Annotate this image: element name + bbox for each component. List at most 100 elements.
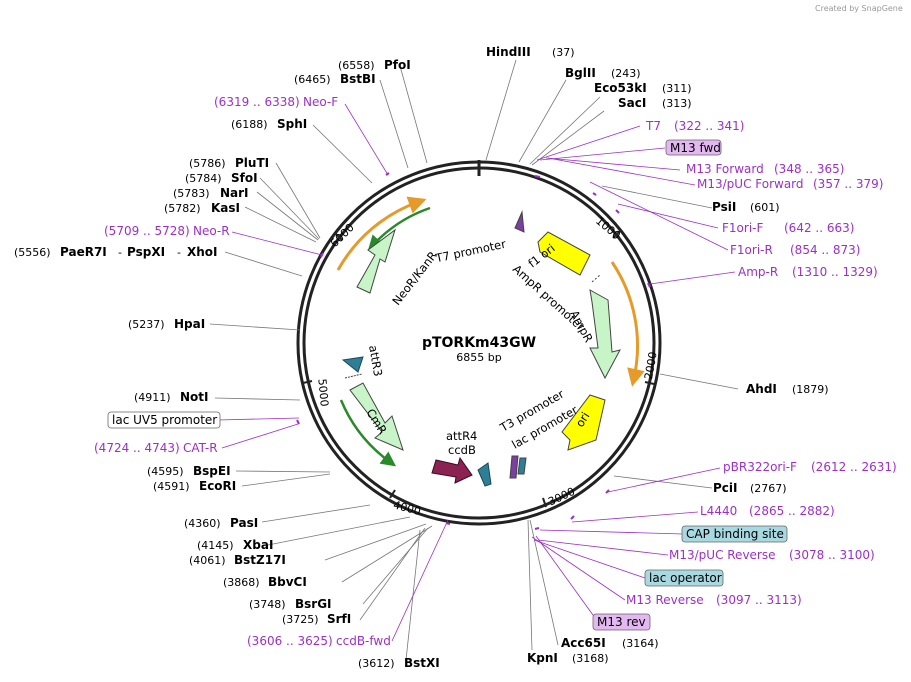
- enzyme-hindiii: HindIII: [486, 45, 531, 59]
- enzyme-bglii: BglII: [565, 66, 596, 80]
- m13-rev-box: [592, 613, 651, 631]
- svg-text:(5556): (5556): [14, 246, 51, 259]
- label-attr3: attR3: [366, 344, 385, 377]
- enzyme-hpai: HpaI: [174, 317, 205, 331]
- tick-2000: 2000: [642, 351, 660, 381]
- enzyme-xhoi: XhoI: [187, 245, 218, 259]
- svg-text:(6465): (6465): [294, 73, 331, 86]
- m13-rev-label: M13 rev: [597, 615, 646, 629]
- enzyme-saci: SacI: [618, 96, 646, 110]
- svg-text:(3097 .. 3113): (3097 .. 3113): [716, 593, 802, 607]
- enzyme-eco53ki: Eco53kI: [594, 81, 647, 95]
- enzyme-bstbi: BstBI: [340, 72, 376, 86]
- svg-text:(2612 .. 2631): (2612 .. 2631): [811, 460, 897, 474]
- enzyme-kpni: KpnI: [527, 651, 558, 665]
- enzyme-bsrgi: BsrGI: [295, 597, 332, 611]
- primer-l4440: L4440: [700, 504, 737, 518]
- enzyme-acc65i: Acc65I: [561, 636, 606, 650]
- enzyme-pcii: PciI: [713, 481, 738, 495]
- svg-text:(5709 .. 5728): (5709 .. 5728): [104, 224, 190, 238]
- enzyme-labels: HindIII (37) BglII (243) Eco53kI (311) S…: [14, 45, 829, 670]
- primer-m13puc-reverse: M13/pUC Reverse: [669, 548, 776, 562]
- svg-text:(3748): (3748): [249, 598, 286, 611]
- lac-operator-label: lac operator: [649, 571, 722, 585]
- svg-text:(4360): (4360): [184, 517, 221, 530]
- primer-neo-r: Neo-R: [193, 224, 230, 238]
- svg-text:(6188): (6188): [231, 118, 268, 131]
- label-ori: ori: [573, 409, 593, 429]
- primer-m13puc-forward: M13/pUC Forward: [697, 177, 804, 191]
- primer-f1ori-f: F1ori-F: [722, 221, 763, 235]
- svg-text:(3868): (3868): [223, 576, 260, 589]
- svg-text:(313): (313): [662, 97, 692, 110]
- svg-text:(3612): (3612): [358, 657, 395, 670]
- enzyme-pluti: PluTI: [235, 156, 269, 170]
- enzyme-bstxi: BstXI: [404, 656, 440, 670]
- primer-ccdb-fwd: ccdB-fwd: [336, 634, 391, 648]
- lac-uv5-label: lac UV5 promoter: [112, 413, 217, 427]
- svg-text:(642 .. 663): (642 .. 663): [784, 221, 854, 235]
- enzyme-ecori: EcoRI: [199, 479, 236, 493]
- svg-text:(1879): (1879): [792, 383, 829, 396]
- label-neor-kanr: NeoR/KanR: [389, 249, 440, 308]
- svg-text:(1310 .. 1329): (1310 .. 1329): [792, 265, 878, 279]
- label-attr4: attR4: [446, 429, 477, 443]
- svg-text:(3168): (3168): [572, 652, 609, 665]
- enzyme-bspei: BspEI: [193, 464, 231, 478]
- primer-m13-reverse: M13 Reverse: [626, 593, 704, 607]
- enzyme-pfoi: PfoI: [384, 58, 411, 72]
- svg-text:(4724 .. 4743): (4724 .. 4743): [94, 441, 180, 455]
- cap-binding-box: [681, 525, 788, 543]
- primer-cat-r: CAT-R: [183, 441, 218, 455]
- svg-text:-: -: [177, 246, 181, 259]
- primer-m13-forward: M13 Forward: [686, 162, 764, 176]
- svg-text:-: -: [118, 246, 122, 259]
- enzyme-noti: NotI: [180, 390, 209, 404]
- primer-f1ori-r: F1ori-R: [730, 243, 773, 257]
- label-t7-promoter: T7 promoter: [433, 237, 507, 266]
- features: [336, 196, 645, 487]
- svg-text:(601): (601): [750, 201, 780, 214]
- svg-text:(3078 .. 3100): (3078 .. 3100): [789, 548, 875, 562]
- svg-text:(6558): (6558): [338, 59, 375, 72]
- primer-neo-f: Neo-F: [303, 95, 338, 109]
- lac-operator-box: [644, 569, 724, 587]
- tick-6000: 6000: [328, 221, 357, 250]
- tick-5000: 5000: [315, 378, 330, 407]
- svg-text:(2767): (2767): [750, 482, 787, 495]
- lac-uv5-box: [107, 411, 221, 429]
- primer-amp-r: Amp-R: [738, 265, 778, 279]
- svg-text:(3606 .. 3625): (3606 .. 3625): [247, 634, 333, 648]
- svg-text:(37): (37): [552, 46, 575, 59]
- primer-leaders: [217, 103, 736, 642]
- plasmid-length: 6855 bp: [456, 351, 501, 364]
- enzyme-sphi: SphI: [277, 117, 307, 131]
- svg-text:(6319 .. 6338): (6319 .. 6338): [214, 95, 300, 109]
- enzyme-leaders: [209, 59, 739, 661]
- primer-pbr322ori-f: pBR322ori-F: [723, 460, 797, 474]
- enzyme-bbvci: BbvCI: [268, 575, 307, 589]
- svg-text:(4145): (4145): [197, 539, 234, 552]
- enzyme-xbai: XbaI: [243, 538, 273, 552]
- watermark: Created by SnapGene: [815, 4, 903, 13]
- enzyme-bstz17i: BstZ17I: [234, 553, 286, 567]
- primer-labels: T7 (322 .. 341) M13 fwd M13 Forward (348…: [94, 95, 897, 648]
- svg-text:(2865 .. 2882): (2865 .. 2882): [749, 504, 835, 518]
- cap-binding-label: CAP binding site: [686, 527, 784, 541]
- primer-t7: T7: [645, 119, 661, 133]
- svg-text:(3725): (3725): [282, 613, 319, 626]
- plasmid-name: pTORKm43GW: [422, 335, 536, 351]
- svg-text:(322 .. 341): (322 .. 341): [674, 119, 744, 133]
- svg-text:(5782): (5782): [164, 202, 201, 215]
- enzyme-pspxi: PspXI: [127, 245, 165, 259]
- enzyme-srfi: SrfI: [327, 612, 351, 626]
- label-ccdb: ccdB: [448, 443, 476, 457]
- svg-text:(311): (311): [662, 82, 692, 95]
- svg-text:(4061): (4061): [189, 554, 226, 567]
- enzyme-pasi: PasI: [230, 516, 258, 530]
- svg-text:(5786): (5786): [189, 157, 226, 170]
- svg-text:(5784): (5784): [185, 172, 222, 185]
- svg-text:(4591): (4591): [153, 480, 190, 493]
- enzyme-sfoi: SfoI: [231, 171, 258, 185]
- svg-text:(348 .. 365): (348 .. 365): [774, 162, 844, 176]
